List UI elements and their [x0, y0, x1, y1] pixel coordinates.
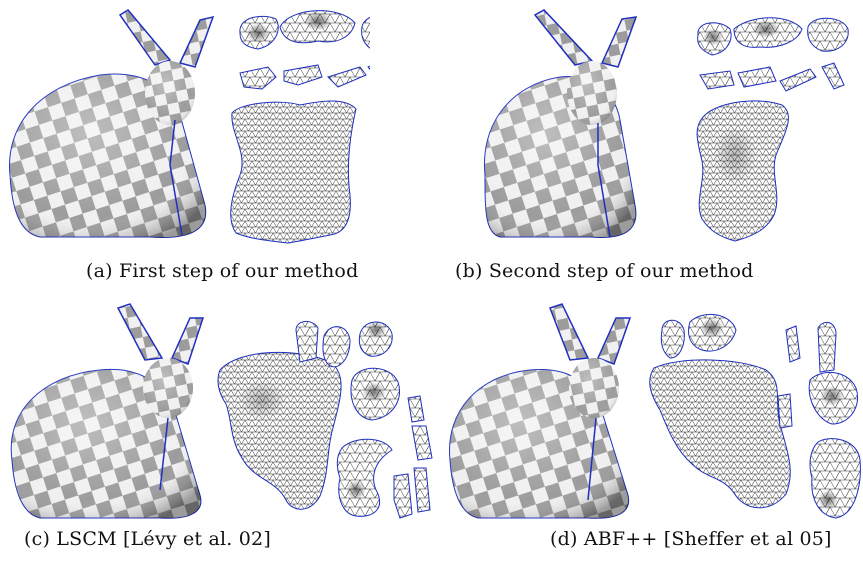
panel-c-illustration	[0, 300, 440, 525]
uv-charts	[231, 11, 370, 243]
bunny-model	[11, 304, 203, 518]
bunny-model	[10, 10, 213, 238]
caption-d: (d) ABF++ [Sheffer et al 05]	[550, 528, 832, 550]
bunny-model	[484, 10, 636, 238]
panel-c	[0, 300, 440, 525]
uv-charts	[218, 321, 432, 518]
panel-b	[430, 5, 863, 250]
uv-charts	[650, 314, 861, 518]
uv-charts	[697, 18, 848, 241]
panel-a	[0, 5, 370, 250]
panel-d-illustration	[440, 300, 863, 525]
caption-a: (a) First step of our method	[86, 260, 358, 282]
panel-d	[440, 300, 863, 525]
bunny-model	[450, 304, 630, 518]
caption-c: (c) LSCM [Lévy et al. 02]	[24, 528, 271, 550]
caption-b: (b) Second step of our method	[455, 260, 753, 282]
panel-a-illustration	[0, 5, 370, 250]
panel-b-illustration	[430, 5, 863, 250]
